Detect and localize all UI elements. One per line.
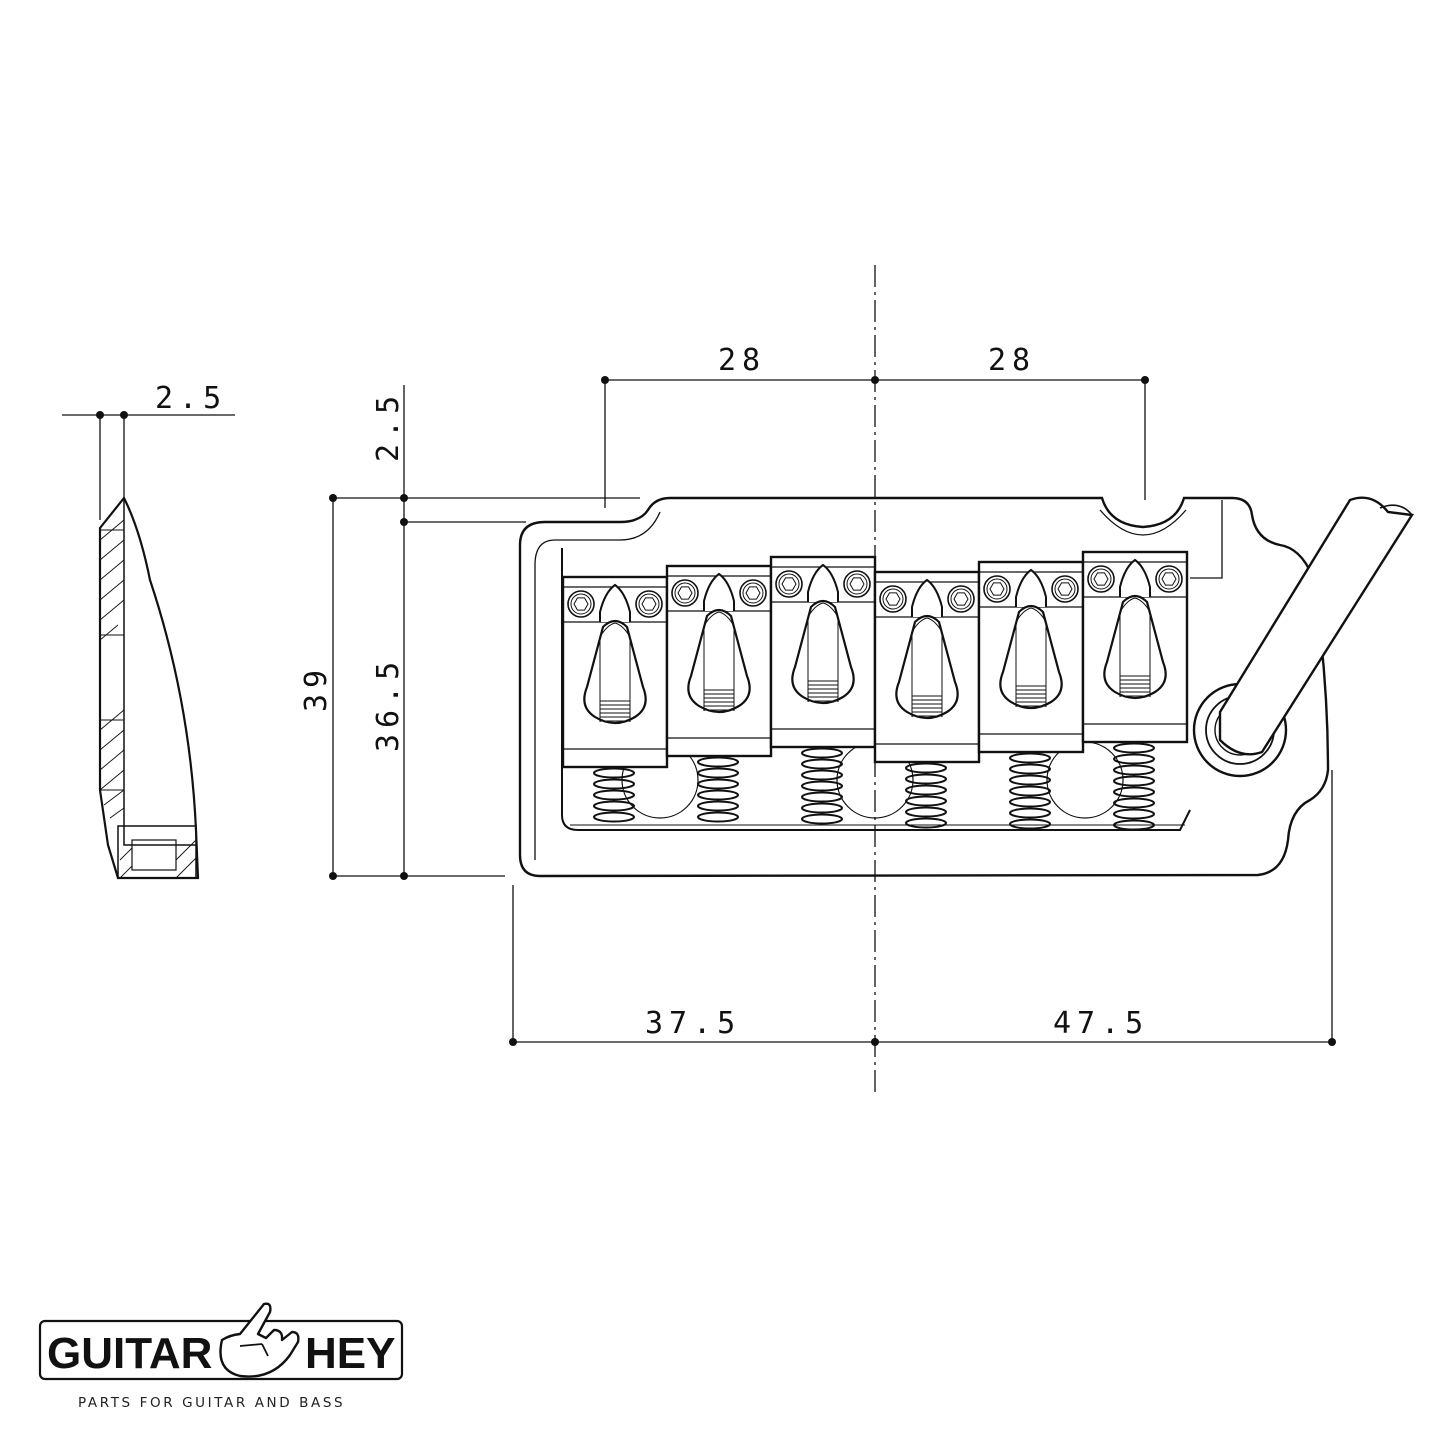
- tremolo-arm: [1192, 496, 1415, 778]
- spring: [593, 767, 635, 823]
- spring: [801, 747, 843, 825]
- dim-inner-depth: 36.5: [371, 656, 406, 752]
- dim-left-half-width: 37.5: [645, 1006, 741, 1041]
- saddle: [769, 555, 877, 825]
- dim-string-spacing-left: 28: [718, 343, 766, 378]
- dim-string-spacing-right: 28: [988, 343, 1036, 378]
- spring: [1113, 742, 1155, 831]
- dim-overall-depth: 39: [299, 664, 334, 712]
- dim-top-offset: 2.5: [371, 390, 406, 462]
- dim-right-half-width: 47.5: [1053, 1006, 1149, 1041]
- dimension-dots: [96, 376, 1336, 1046]
- saddle: [873, 570, 981, 829]
- logo-brand-left: GUITAR: [47, 1329, 212, 1378]
- saddle: [665, 564, 773, 823]
- dim-side-thickness: 2.5: [155, 381, 227, 416]
- spring: [905, 762, 947, 829]
- saddle: [561, 575, 669, 823]
- saddle: [1081, 550, 1189, 831]
- logo-tagline: PARTS FOR GUITAR AND BASS: [78, 1395, 345, 1411]
- rock-hand-icon: [219, 1302, 300, 1378]
- spring: [1009, 752, 1051, 830]
- logo-brand-right: HEY: [305, 1329, 395, 1378]
- guitar-hey-logo: GUITAR HEY PARTS FOR GUITAR AND BASS: [38, 1302, 404, 1411]
- side-profile: [98, 495, 200, 880]
- dimension-lines: [62, 265, 1333, 1095]
- spring: [697, 756, 739, 823]
- saddles: [561, 550, 1189, 831]
- saddle: [977, 560, 1085, 830]
